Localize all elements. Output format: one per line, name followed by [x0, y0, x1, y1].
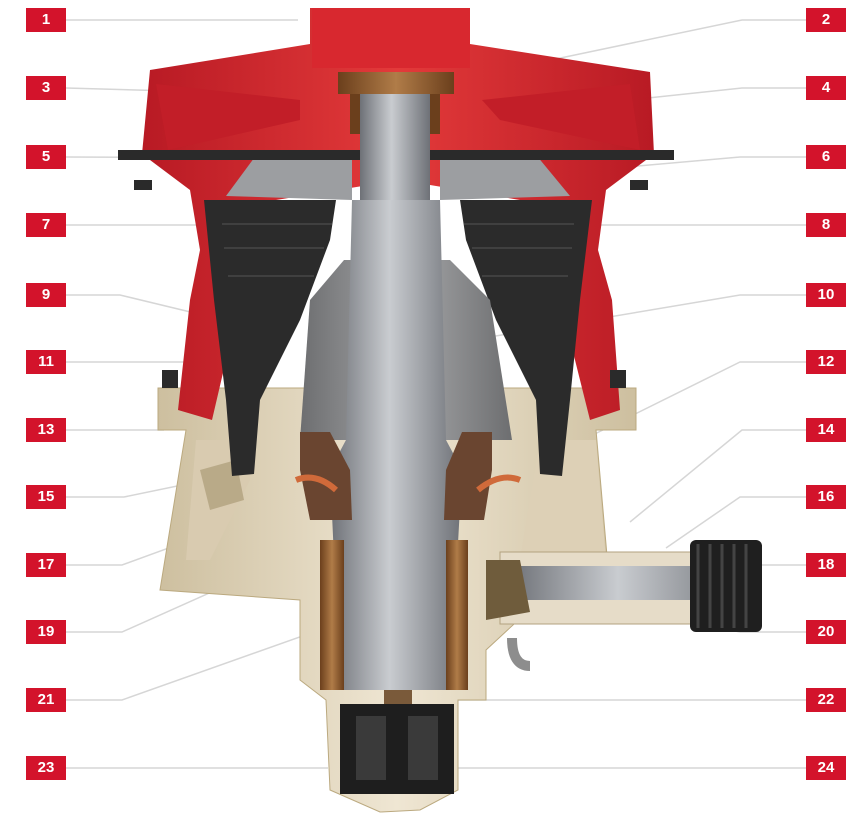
drive-shaft-assembly: [486, 540, 762, 671]
bowl-liners: [204, 200, 592, 476]
callout-badge-17: 17: [26, 553, 66, 577]
leader-line-16: [665, 496, 806, 549]
callout-badge-18: 18: [806, 553, 846, 577]
callout-badge-16: 16: [806, 485, 846, 509]
callout-badge-13: 13: [26, 418, 66, 442]
frame-bolts: [134, 180, 648, 388]
callout-badge-21: 21: [26, 688, 66, 712]
callout-badge-10: 10: [806, 283, 846, 307]
callout-badge-7: 7: [26, 213, 66, 237]
callout-badge-14: 14: [806, 418, 846, 442]
callout-badge-5: 5: [26, 145, 66, 169]
callout-badge-24: 24: [806, 756, 846, 780]
leader-line-14: [629, 429, 806, 523]
callout-badge-6: 6: [806, 145, 846, 169]
thrust-bearing: [340, 690, 454, 794]
callout-badge-15: 15: [26, 485, 66, 509]
callout-badge-3: 3: [26, 76, 66, 100]
main-shaft: [330, 92, 462, 690]
callout-badge-12: 12: [806, 350, 846, 374]
callout-badge-19: 19: [26, 620, 66, 644]
callout-badge-22: 22: [806, 688, 846, 712]
callout-badge-20: 20: [806, 620, 846, 644]
callout-badge-1: 1: [26, 8, 66, 32]
upper-frame: [142, 8, 654, 420]
callout-badge-23: 23: [26, 756, 66, 780]
callout-badge-4: 4: [806, 76, 846, 100]
eccentric-bushing: [294, 432, 522, 690]
top-bushing: [338, 72, 454, 134]
callout-badge-11: 11: [26, 350, 66, 374]
leader-line-21: [66, 621, 343, 701]
callout-badge-9: 9: [26, 283, 66, 307]
callout-badge-8: 8: [806, 213, 846, 237]
callout-badge-2: 2: [806, 8, 846, 32]
